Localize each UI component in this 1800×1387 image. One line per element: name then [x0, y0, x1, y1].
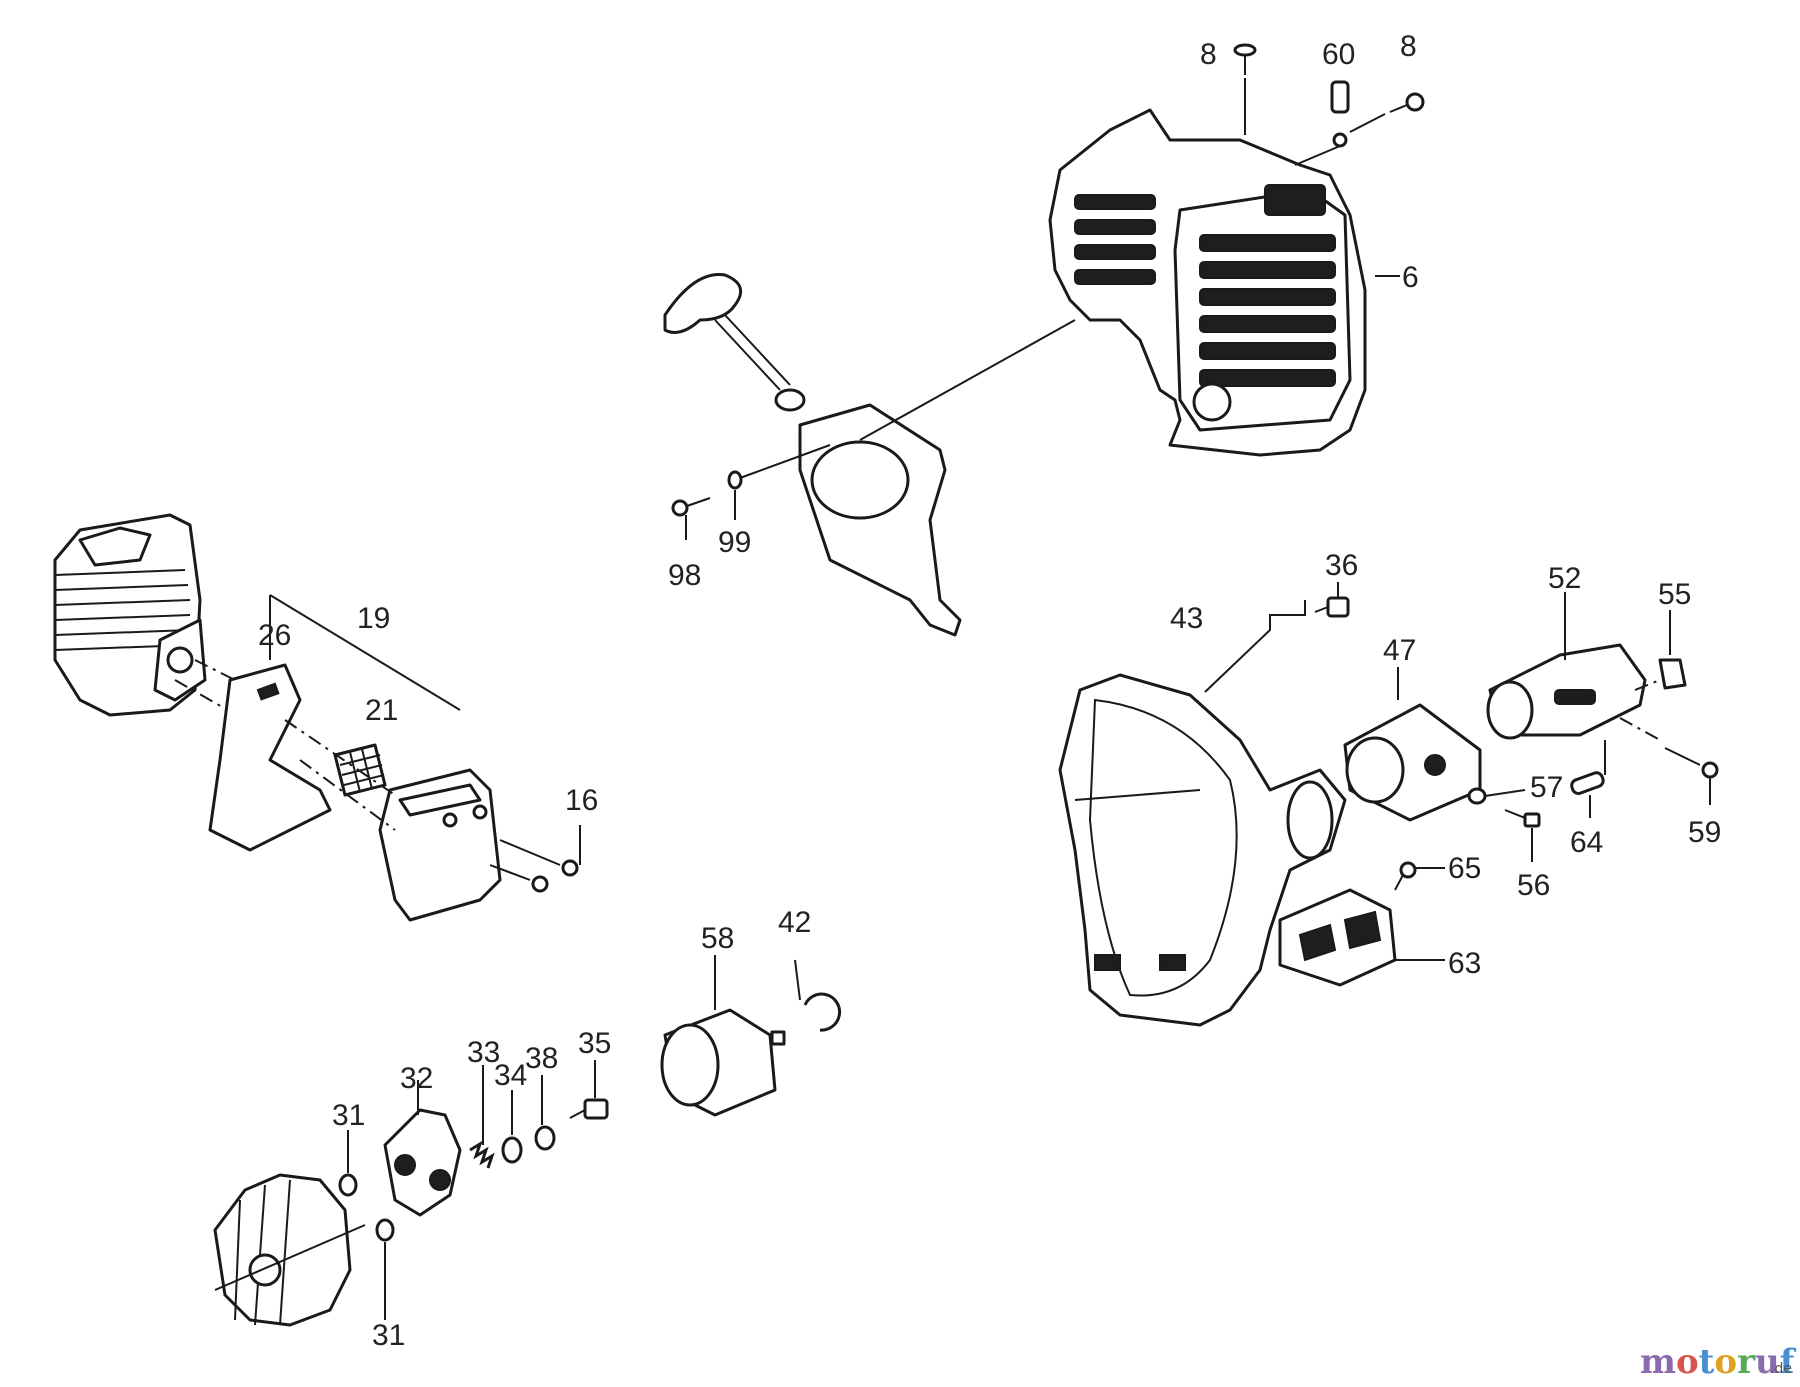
callout-52: 52 — [1548, 562, 1581, 595]
washer-31a — [338, 1130, 358, 1197]
cover-screw-8b — [1349, 92, 1425, 133]
callout-98: 98 — [668, 559, 701, 592]
muffler-bolts-16 — [489, 825, 581, 893]
callout-32: 32 — [400, 1062, 433, 1095]
flywheel — [213, 1173, 366, 1327]
wm-letter: o — [1714, 1342, 1737, 1382]
callout-16: 16 — [565, 784, 598, 817]
callout-59: 59 — [1688, 816, 1721, 849]
svg-text:motoruf: motoruf — [1640, 1342, 1797, 1382]
callout-56: 56 — [1517, 869, 1550, 902]
clamp-52 — [1486, 592, 1647, 740]
wm-letter: o — [1676, 1342, 1699, 1382]
guard-63 — [1278, 888, 1445, 987]
callout-57: 57 — [1530, 771, 1563, 804]
callout-31a: 31 — [332, 1099, 365, 1132]
sleeve-47 — [1343, 667, 1482, 822]
clutch-32 — [383, 1080, 462, 1217]
callout-33: 33 — [467, 1036, 500, 1069]
callout-65: 65 — [1448, 852, 1481, 885]
screw-98 — [671, 497, 711, 517]
callout-38: 38 — [525, 1042, 558, 1075]
spring-33 — [469, 1065, 495, 1169]
callout-31b: 31 — [372, 1319, 405, 1352]
callout-55: 55 — [1658, 578, 1691, 611]
callout-6: 6 — [1402, 261, 1419, 294]
bolt-59 — [1619, 717, 1719, 805]
callout-8b: 8 — [1400, 30, 1417, 63]
washer-38 — [534, 1075, 556, 1151]
callout-36: 36 — [1325, 549, 1358, 582]
gasket-26 — [208, 663, 332, 852]
tag-60 — [1294, 80, 1350, 166]
callout-35: 35 — [578, 1027, 611, 1060]
gear-housing-43 — [1058, 673, 1347, 1027]
callout-58: 58 — [701, 922, 734, 955]
wm-letter: t — [1699, 1342, 1715, 1382]
callout-60: 60 — [1322, 38, 1355, 71]
screw-36 — [1314, 582, 1350, 618]
bolt-35 — [569, 1060, 609, 1120]
recoil-starter — [663, 273, 1076, 637]
wm-letter: r — [1737, 1342, 1756, 1382]
clip-64 — [1570, 740, 1606, 818]
callout-64: 64 — [1570, 826, 1603, 859]
wm-letter: f — [1780, 1342, 1797, 1382]
circlip-42 — [794, 959, 842, 1032]
screw-56 — [1504, 809, 1541, 862]
callout-43: 43 — [1170, 602, 1203, 635]
callout-26: 26 — [258, 619, 291, 652]
engine-cover — [1048, 108, 1367, 457]
callout-47: 47 — [1383, 634, 1416, 667]
callout-63: 63 — [1448, 947, 1481, 980]
callout-42: 42 — [778, 906, 811, 939]
washer-99 — [727, 470, 743, 490]
callout-99: 99 — [718, 526, 751, 559]
clip-55 — [1634, 610, 1687, 691]
screw-65 — [1394, 861, 1445, 891]
callout-19: 19 — [357, 602, 390, 635]
clutch-drum-58 — [660, 955, 786, 1117]
cylinder — [53, 513, 207, 717]
muffler-19 — [378, 768, 502, 922]
wm-suffix: .de — [1770, 1361, 1792, 1377]
washer-34 — [501, 1090, 523, 1164]
wm-letter: m — [1640, 1342, 1676, 1382]
callout-34: 34 — [494, 1059, 527, 1092]
motoruf-watermark: motoruf .de — [1640, 1342, 1797, 1382]
washer-31b — [375, 1218, 395, 1320]
washer-57 — [1467, 787, 1526, 805]
callout-8a: 8 — [1200, 38, 1217, 71]
wm-letter: u — [1755, 1342, 1780, 1382]
callout-labels: 8 60 8 6 98 99 19 26 21 16 36 52 55 43 4… — [258, 30, 1721, 1352]
callout-21: 21 — [365, 694, 398, 727]
cover-screw-8a — [1233, 43, 1257, 135]
